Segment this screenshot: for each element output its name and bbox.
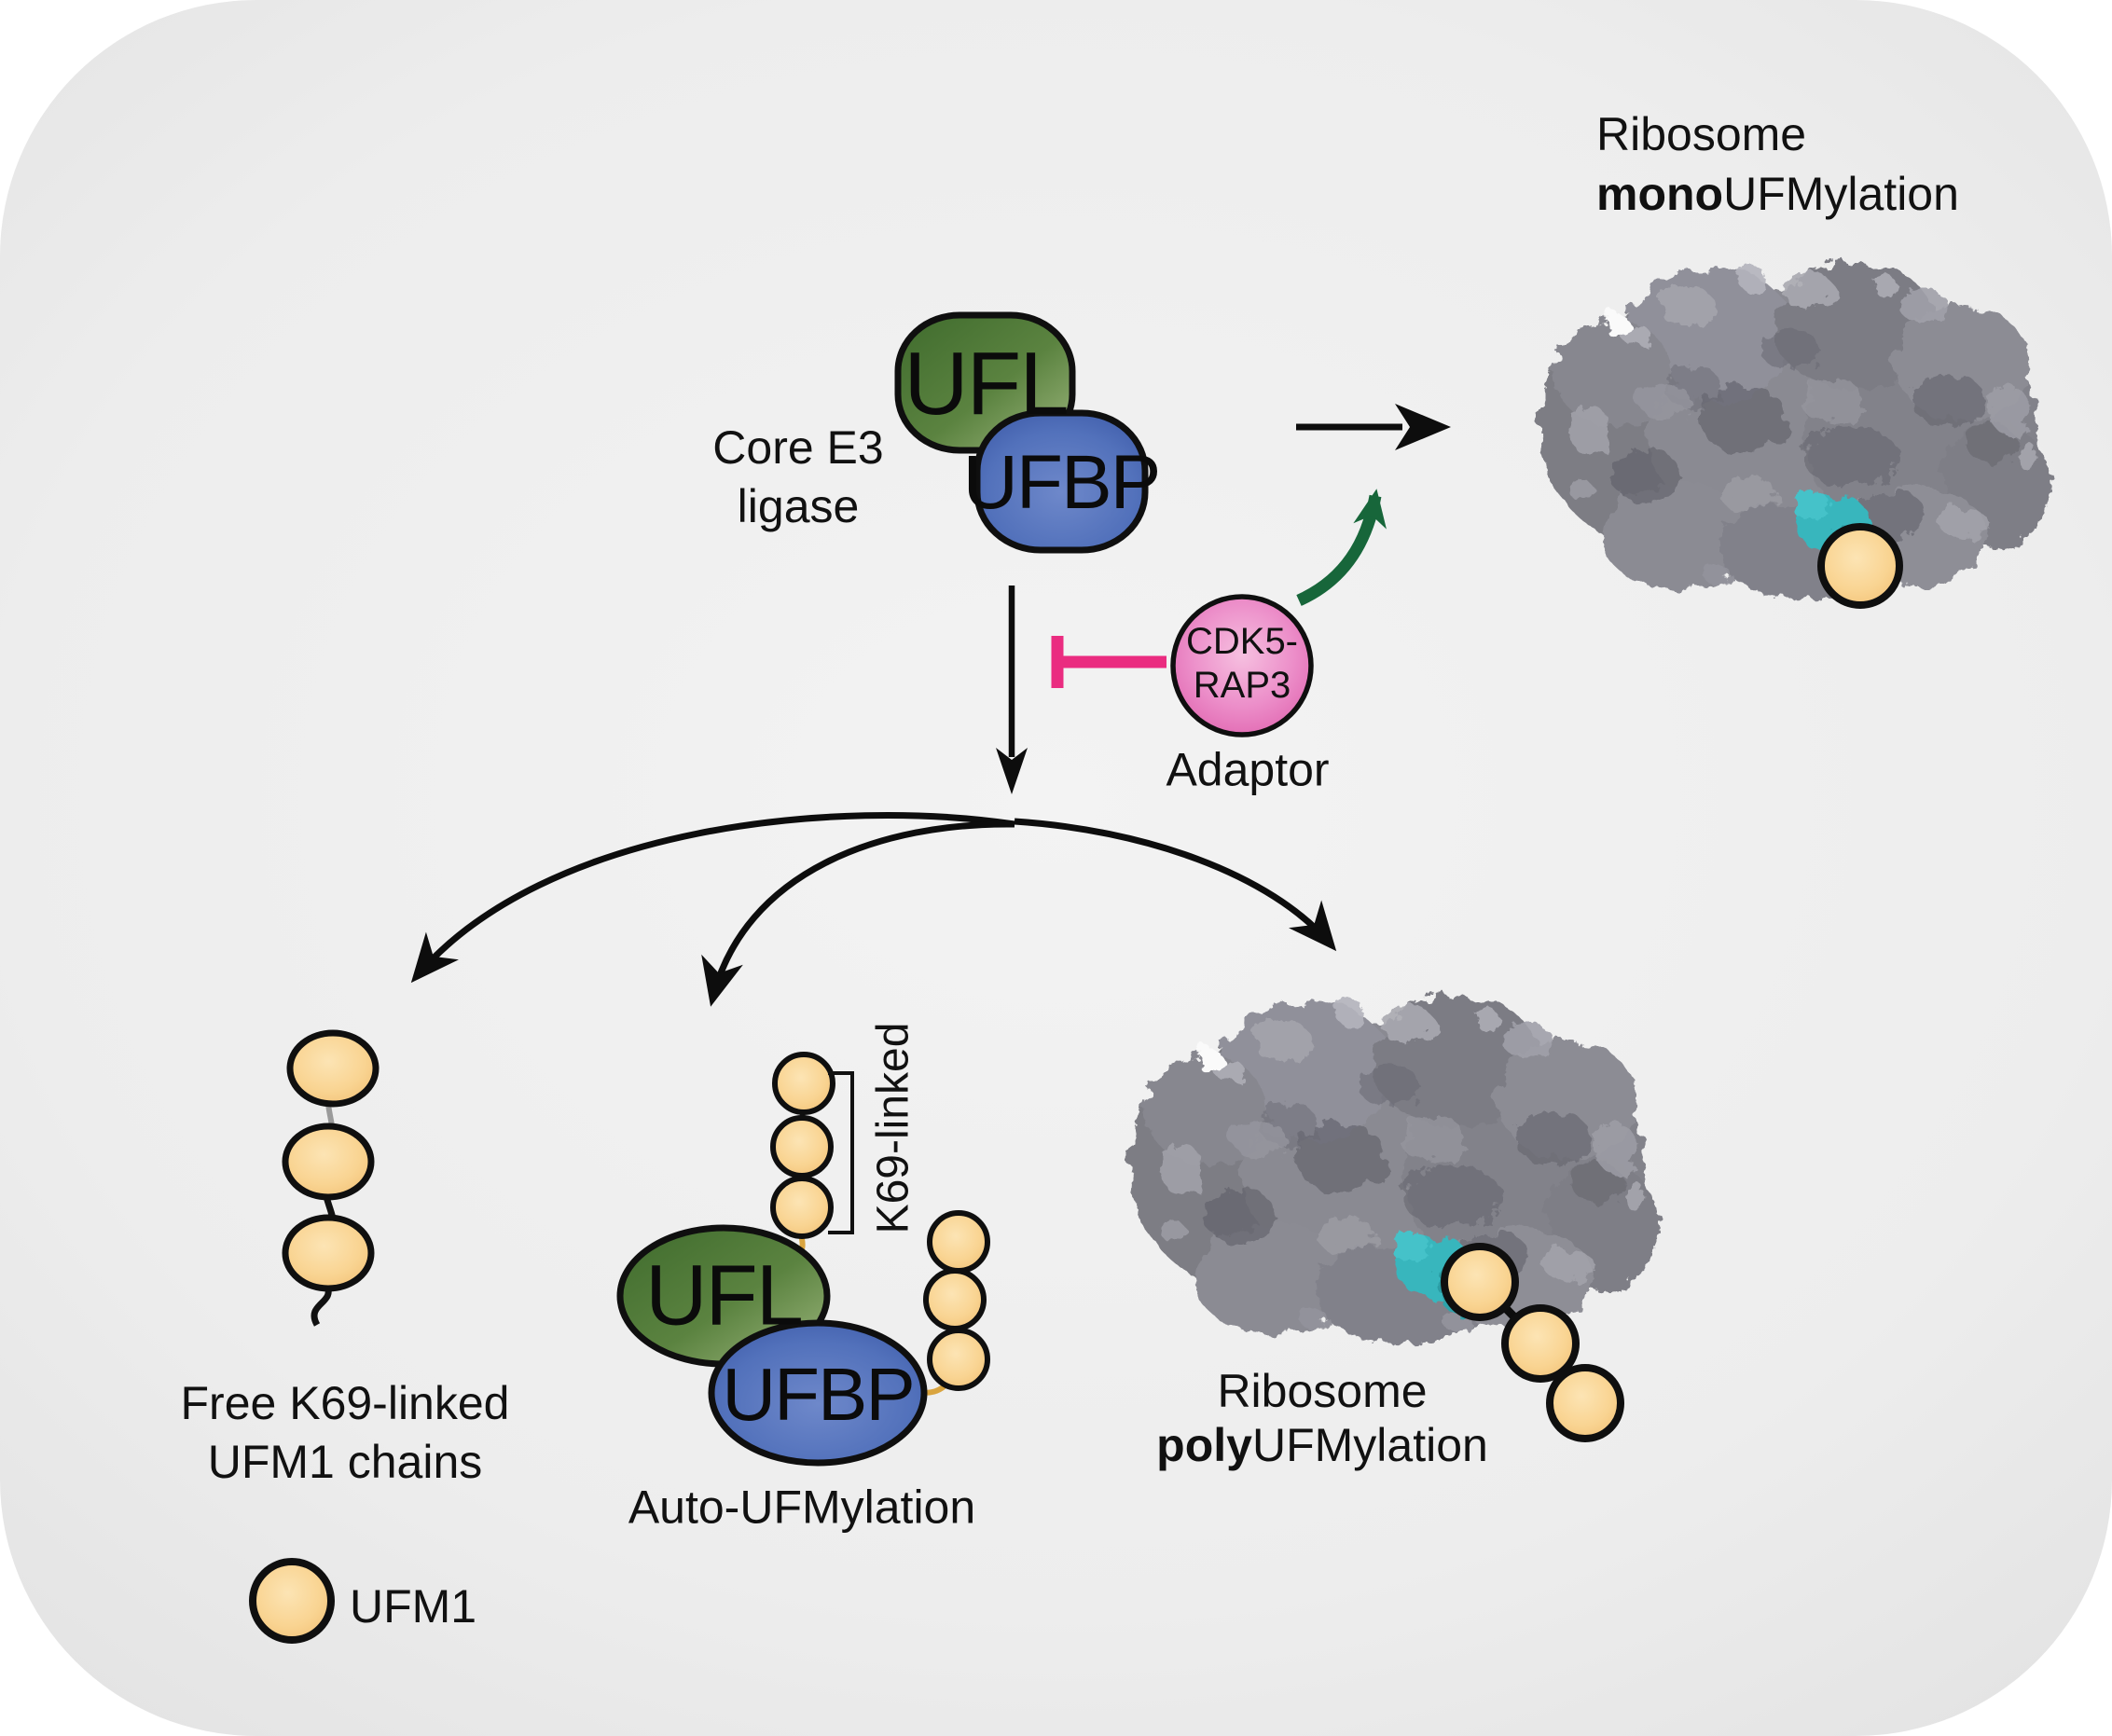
ribosome-mono-image — [1540, 263, 2050, 599]
inhibition-bar — [1051, 636, 1166, 688]
arrow-to-poly — [1014, 818, 1337, 952]
ufl-label: UFL — [904, 333, 1069, 434]
k69-bracket — [828, 1071, 854, 1234]
ufm1-mono-circle — [1817, 523, 1903, 609]
cdk5-rap3-label: CDK5- RAP3 — [1185, 621, 1299, 706]
adaptor-label: Adaptor — [1166, 743, 1330, 796]
cdk5-rap3-circle — [1170, 594, 1314, 737]
auto-ufbp-label: UFBP — [722, 1353, 915, 1437]
free-ufm1-chain — [282, 1029, 380, 1327]
ribosome-poly-title: Ribosome polyUFMylation — [1156, 1365, 1488, 1471]
k69-linked-label: K69-linked — [868, 1022, 918, 1234]
arrow-to-mono — [1296, 404, 1451, 450]
activation-arrow — [1296, 489, 1387, 606]
arrow-down — [996, 586, 1028, 794]
branch-arrows — [410, 812, 1337, 1007]
ufbp-label: UFBP — [962, 440, 1162, 526]
ufm1-legend-circle — [249, 1558, 335, 1644]
ufm1-legend-label: UFM1 — [350, 1580, 477, 1633]
core-e3-complex — [894, 311, 1149, 554]
ufm1-poly-chain — [1441, 1243, 1624, 1442]
arrow-to-free-chains — [410, 812, 1015, 984]
core-e3-label: Core E3 ligase — [712, 421, 884, 532]
ribosome-mono-title: Ribosome monoUFMylation — [1596, 108, 1959, 220]
arrow-to-auto — [701, 820, 1015, 1007]
auto-ufl-label: UFL — [645, 1247, 804, 1343]
auto-ufmylation-label: Auto-UFMylation — [628, 1481, 976, 1534]
ribosome-poly-image — [1131, 996, 1658, 1343]
free-chains-label: Free K69-linked UFM1 chains — [180, 1377, 510, 1488]
auto-ufmylation-complex — [616, 1052, 990, 1467]
